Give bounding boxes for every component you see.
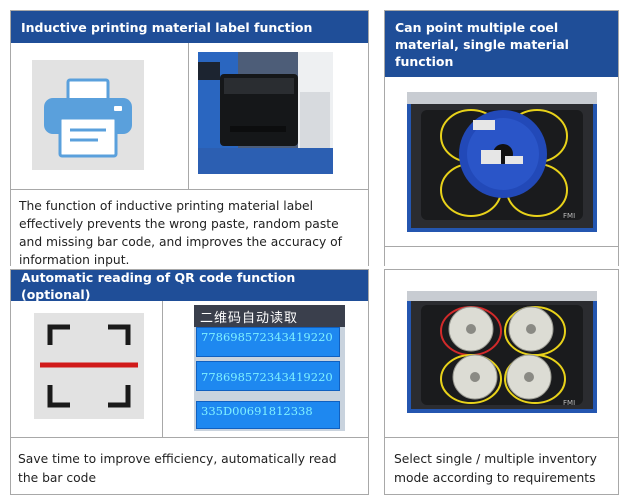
print-card-description: The function of inductive printing mater… xyxy=(19,199,342,267)
print-card-header: Inductive printing material label functi… xyxy=(11,11,368,43)
stage-brand-label-2: FMI xyxy=(563,399,575,407)
qr-reader-panel: 二维码自动读取 778698572343419220 7786985723434… xyxy=(194,305,345,431)
qr-code-value-1: 778698572343419220 xyxy=(196,327,340,357)
qr-reader-title: 二维码自动读取 xyxy=(194,305,345,327)
inventory-card-description: Select single / multiple inventory mode … xyxy=(394,452,597,485)
stage-brand-label: FMI xyxy=(563,212,575,220)
qr-code-value-2: 778698572343419220 xyxy=(196,361,340,391)
qr-card-title: Automatic reading of QR code function (o… xyxy=(21,269,296,302)
printer-icon-tile xyxy=(32,60,144,170)
coil-card-header: Can point multiple coel material, single… xyxy=(385,11,618,77)
single-reel-photo: FMI xyxy=(407,92,597,232)
qr-code-value-3: 335D00691812338 xyxy=(196,401,340,429)
qr-card-description: Save time to improve efficiency, automat… xyxy=(18,452,337,485)
qr-card-header: Automatic reading of QR code function (o… xyxy=(11,269,368,302)
label-printer-photo xyxy=(198,52,333,174)
printer-icon xyxy=(44,78,132,158)
scan-icon-tile xyxy=(34,313,144,419)
print-card-title: Inductive printing material label functi… xyxy=(21,19,313,35)
multi-reel-photo: FMI xyxy=(407,291,597,413)
coil-card-title: Can point multiple coel material, single… xyxy=(395,20,569,69)
scan-frame-icon xyxy=(40,324,138,408)
